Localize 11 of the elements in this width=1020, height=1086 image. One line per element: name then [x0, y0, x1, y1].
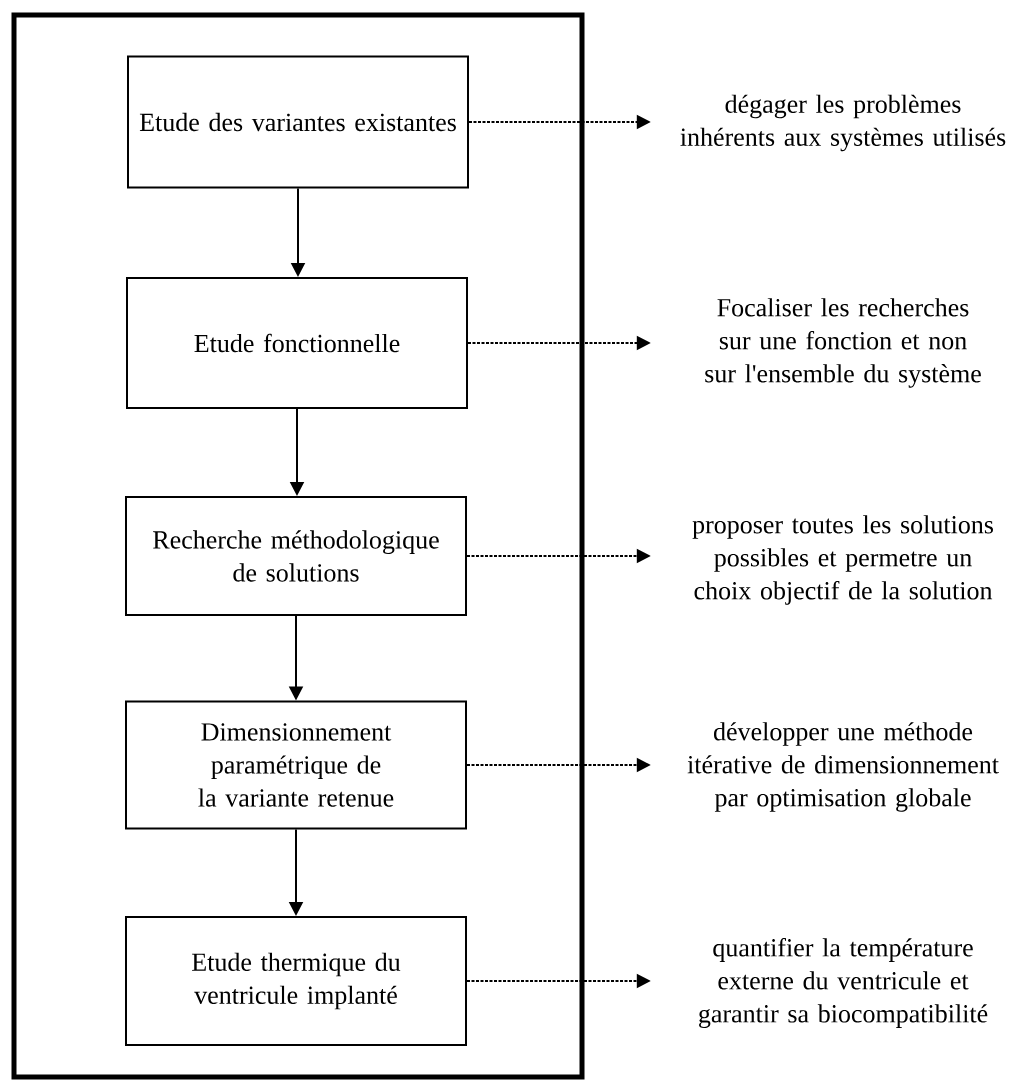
note-text: Focaliser les recherches sur une fonction et non sur l'ensemble du système [705, 298, 981, 388]
frame-box [11, 12, 585, 1080]
note-text: quantifier la température externe du ventricule et garantir sa biocompatibilité [699, 938, 988, 1028]
note-text: proposer toutes les solutions possibles et permetre un choix objectif de la solution [692, 515, 993, 605]
process-box: Dimensionnement paramétrique de la variante retenue [125, 700, 467, 830]
note-text: développer une méthode itérative de dimensionnement par optimisation globale [687, 722, 999, 812]
note-text: dégager les problèmes inhérents aux systèmes utilisés [680, 94, 1006, 152]
process-box: Etude fonctionnelle [126, 277, 468, 409]
process-box: Etude des variantes existantes [127, 55, 469, 189]
process-box: Recherche méthodologique de solutions [125, 496, 467, 616]
process-box: Etude thermique du ventricule implanté [125, 916, 467, 1046]
